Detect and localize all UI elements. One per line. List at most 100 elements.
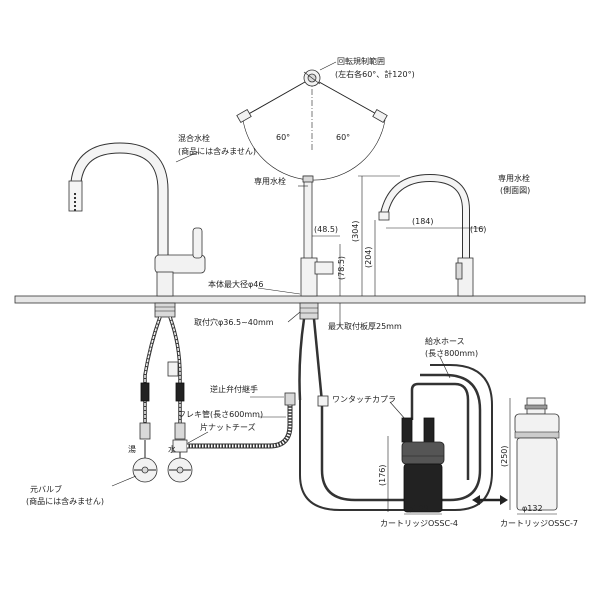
dedicated-faucet-mount [299, 302, 319, 320]
mount-hole-label: 取付穴φ36.5~40mm [194, 317, 274, 327]
one-touch-leader [389, 401, 407, 421]
dim-184-label: (184) [412, 217, 434, 226]
coupler-left [401, 417, 413, 443]
mixing-faucet-note: (商品には含みません) [178, 146, 256, 156]
dim-204-label: (204) [364, 246, 373, 268]
dedicated-faucet-spout [303, 175, 313, 267]
dedicated-faucet-body [300, 257, 318, 297]
cold-hose-fitting [167, 361, 179, 377]
exchange-arrow [472, 495, 508, 505]
cartridge-7-body [516, 437, 558, 511]
hot-valve-hub [141, 466, 149, 474]
exchange-arrow-right-head [500, 495, 508, 505]
cartridge-4-head [401, 441, 445, 465]
cartridge-ossc-4: ワンタッチカプラ (176) φ109 カートリッジOSSC-4 [332, 395, 458, 528]
angle-left-label: 60° [276, 133, 290, 142]
cartridge-4-body [403, 463, 443, 513]
dedicated-hose-fitting [317, 395, 329, 407]
mixing-faucet-label: 混合水栓 [178, 133, 210, 143]
dedicated-faucet-lever [314, 261, 334, 275]
dedicated-faucet-tip [302, 175, 314, 183]
side-view-note: (側面図) [500, 185, 530, 195]
countertop [14, 295, 586, 304]
dim-48-5-label: (48.5) [314, 225, 338, 234]
max-plate-label: 最大取付板厚25mm [328, 321, 402, 331]
coupler-right [423, 417, 435, 443]
body-dia-leader [257, 287, 301, 295]
cartridge-7-label: カートリッジOSSC-7 [500, 519, 578, 528]
exchange-arrow-left-head [472, 495, 480, 505]
cold-hose-coupling [175, 382, 185, 402]
counter-slab [14, 295, 586, 304]
cartridge-7-ring [514, 431, 560, 439]
supply-hose-label: 給水ホース [425, 336, 465, 346]
side-spout-tip [378, 211, 390, 221]
rotation-range-label: 回転規制範囲 [337, 56, 385, 66]
mixing-faucet-spout-outline [70, 142, 169, 258]
rotation-arm-right [311, 77, 381, 117]
main-valve-label: 元バルブ [30, 484, 62, 494]
cold-hose-nut [174, 422, 186, 440]
dia-109-label: φ109 [408, 504, 429, 513]
rotation-hub-mark [303, 71, 321, 85]
hose-loop-outer [320, 373, 482, 502]
flex-tube [187, 402, 292, 448]
mixing-faucet-body [154, 254, 206, 274]
rotation-leader [319, 61, 337, 71]
side-lever [455, 262, 463, 280]
mixing-faucet-base [156, 271, 174, 297]
rotation-spout-left [236, 108, 252, 124]
dim-250-label: (250) [500, 445, 509, 467]
dedicated-side-view: 専用水栓 (側面図) (184) (16) [378, 173, 530, 297]
cartridge-4-label: カートリッジOSSC-4 [380, 519, 458, 528]
supply-hose-length: (長さ800mm) [425, 349, 478, 358]
cold-valve-hub [176, 466, 184, 474]
cold-hose [169, 316, 181, 430]
hot-hose [144, 316, 161, 430]
dim-176-label: (176) [378, 464, 387, 486]
main-valve-leader [111, 475, 137, 487]
rotation-arm-left [244, 77, 313, 117]
nut-tee-label: 片ナットチーズ [200, 422, 256, 432]
cartridge-7-cap-band [524, 404, 548, 410]
supply-hose-leader [439, 356, 451, 379]
cartridge-7-head [514, 413, 560, 435]
main-valves: 湯 水 元バルブ (商品には含みません) [26, 440, 193, 506]
dia-132-label: φ132 [522, 504, 543, 513]
check-valve-joint [284, 392, 296, 406]
dedicated-faucet: 専用水栓 (48.5) (78.5) (304) (204) 本体最大径φ46 … [194, 175, 402, 407]
check-valve-label: 逆止弁付継手 [210, 384, 258, 394]
rotation-range-diagram: 60° 60° 回転規制範囲 (左右各60°、計120°) [236, 56, 415, 181]
one-touch-label: ワンタッチカプラ [332, 395, 396, 404]
hot-label: 湯 [128, 444, 136, 454]
hot-hose-nut [139, 422, 151, 440]
dedicated-hose-left [298, 318, 306, 401]
rotation-spout-right [372, 108, 388, 124]
body-dia-label: 本体最大径φ46 [208, 279, 263, 289]
mixing-faucet-lever [192, 227, 203, 259]
mixing-faucet-hoses [139, 316, 188, 453]
water-label: 水 [168, 444, 176, 454]
supply-hose-loop: 給水ホース (長さ800mm) [299, 336, 493, 511]
dedicated-hose-right [312, 318, 324, 403]
side-spout [381, 174, 469, 262]
dim-304-label: (304) [351, 220, 360, 242]
flex-tube-assembly: 逆止弁付継手 フレキ管(長さ600mm) 片ナットチーズ [178, 384, 296, 449]
dedicated-faucet-label: 専用水栓 [254, 176, 286, 186]
hose-loop-inner [410, 382, 470, 480]
hot-hose-outline [143, 316, 162, 430]
cartridge-ossc-7: (250) φ132 カートリッジOSSC-7 [500, 397, 578, 528]
rotation-detail-label: (左右各60°、計120°) [335, 69, 415, 79]
mount-hole-leader [287, 311, 301, 323]
flex-tube-label: フレキ管(長さ600mm) [178, 409, 263, 419]
rotation-arc [242, 119, 386, 181]
dim-16-label: (16) [470, 225, 486, 234]
side-view-title: 専用水栓 [498, 173, 530, 183]
main-valve-note: (商品には含みません) [26, 496, 104, 506]
nut-tee-leader [187, 431, 209, 444]
angle-right-label: 60° [336, 133, 350, 142]
dim-78-5-label: (78.5) [337, 256, 346, 280]
mixing-faucet-leader [175, 151, 199, 163]
